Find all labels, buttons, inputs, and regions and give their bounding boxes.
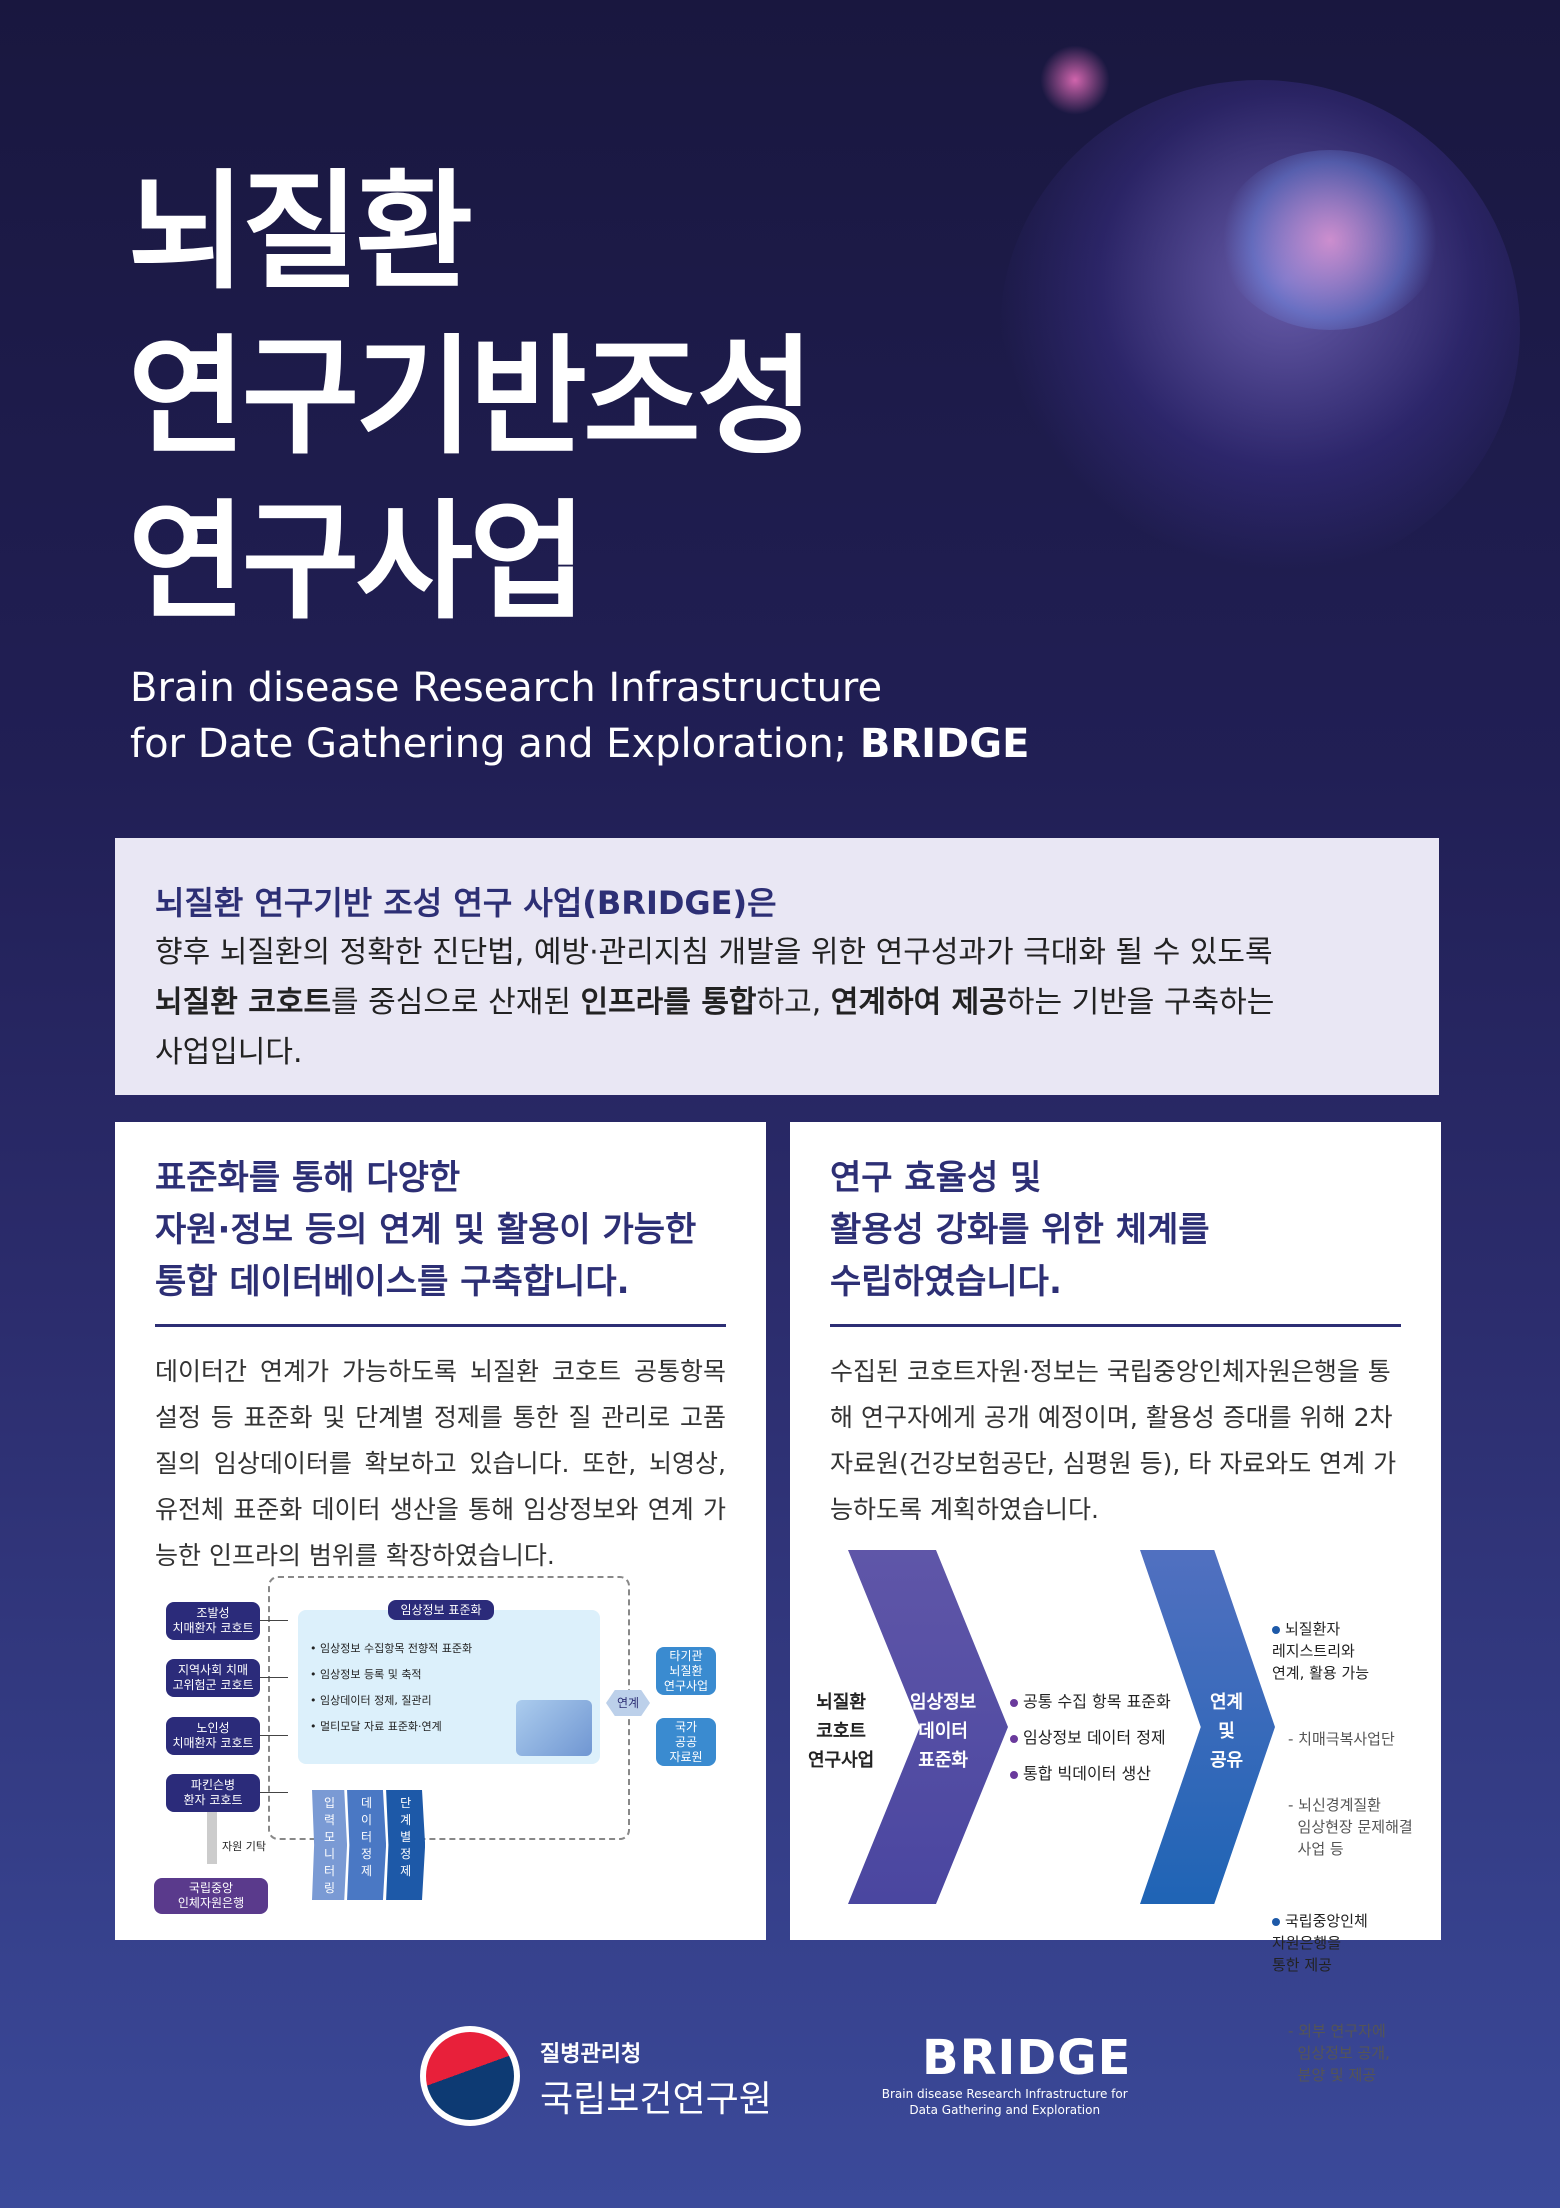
middle-bullets: 공통 수집 항목 표준화 임상정보 데이터 정제 통합 빅데이터 생산 [1010,1684,1171,1792]
start-label: 뇌질환 코호트 연구사업 [808,1692,875,1771]
cohort-box: 조발성 치매환자 코호트 [166,1602,260,1640]
center-bullets: • 임상정보 수집항목 전향적 표준화• 임상정보 등록 및 축적• 임상데이터… [310,1642,473,1733]
intro-text: 뇌질환 코호트를 중심으로 산재된 인프라를 통합하고, 연계하여 제공하는 기… [155,985,1275,1020]
light-dot [1040,45,1110,115]
subtitle-line: Brain disease Research Infrastructure [130,665,883,711]
center-title: 임상정보 표준화 [388,1600,494,1620]
cohort-box: 노인성 치매환자 코호트 [166,1717,260,1755]
biobank-box: 국립중앙 인체자원은행 [154,1878,268,1914]
title-line: 연구기반조성 [128,323,815,472]
title-line: 연구사업 [128,488,587,637]
left-card-body: 데이터간 연계가 가능하도록 뇌질환 코호트 공통항목 설정 등 표준화 및 단… [155,1357,726,1570]
page-title: 뇌질환 연구기반조성 연구사업 [128,150,815,645]
title-line: 뇌질환 [128,158,473,307]
chevron-label: 임상정보 데이터 표준화 [910,1692,977,1771]
intro-text: 사업입니다. [155,1035,303,1070]
org-name: 질병관리청 국립보건연구원 [540,2042,772,2120]
link-arrow: 연계 [606,1690,650,1716]
brain-glow [1000,80,1520,580]
brain-icon [1220,150,1440,330]
kdca-logo-icon [420,2026,520,2126]
outcome-list: 뇌질환자 레지스트리와 연계, 활용 가능 - 치매극복사업단 - 뇌신경계질환… [1272,1620,1413,2084]
right-card-body: 수집된 코호트자원·정보는 국립중앙인체자원은행을 통해 연구자에게 공개 예정… [830,1357,1397,1524]
external-source-box: 국가 공공 자료원 [656,1718,716,1766]
intro-heading: 뇌질환 연구기반 조성 연구 사업(BRIDGE)은 [155,884,777,922]
subtitle-line: for Date Gathering and Exploration; [130,721,860,767]
process-steps: 입력 모니터링 데이터 정제 단계별 정제 [312,1790,426,1900]
subtitle: Brain disease Research Infrastructure fo… [130,660,1029,772]
intro-text: 향후 뇌질환의 정확한 진단법, 예방·관리지침 개발을 위한 연구성과가 극대… [155,935,1273,970]
bridge-logo: BRIDGE Brain disease Research Infrastruc… [881,2030,1132,2117]
intro-box: 뇌질환 연구기반 조성 연구 사업(BRIDGE)은 향후 뇌질환의 정확한 진… [115,838,1439,1095]
chevron-label: 연계 및 공유 [1210,1692,1244,1771]
cohort-box: 지역사회 치매 고위험군 코호트 [166,1659,260,1697]
subtitle-acronym: BRIDGE [859,721,1030,767]
server-illustration [516,1700,592,1756]
donate-label: 자원 기탁 [222,1840,266,1853]
external-source-box: 타기관 뇌질환 연구사업 [656,1647,716,1695]
down-arrow-icon [207,1812,217,1864]
cohort-box: 파킨슨병 환자 코호트 [166,1774,260,1812]
